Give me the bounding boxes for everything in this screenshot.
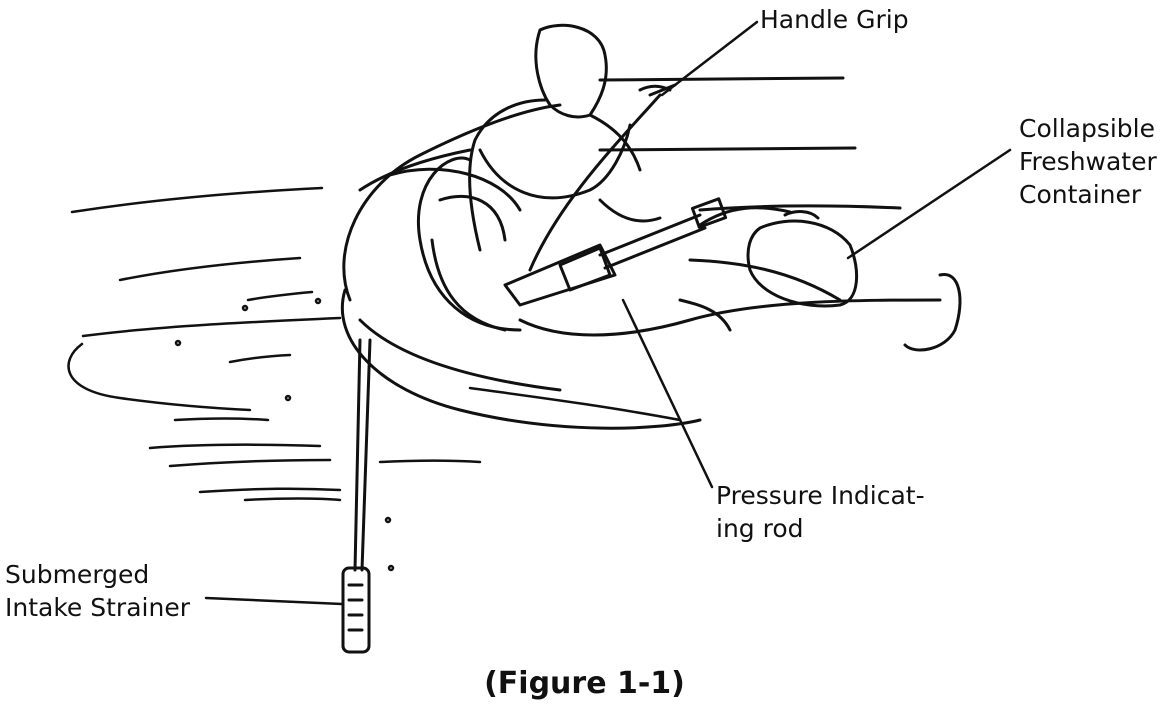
label-pressure-rod: Pressure Indicat- ing rod <box>716 479 925 545</box>
leader-handle-grip <box>660 20 759 97</box>
water-ripples <box>67 186 682 572</box>
label-handle-grip: Handle Grip <box>760 3 909 36</box>
intake-hose <box>353 93 662 572</box>
label-intake-strainer: Submerged Intake Strainer <box>5 558 190 624</box>
label-freshwater-container-line1: Collapsible <box>1019 114 1155 143</box>
label-freshwater-container-line2: Freshwater <box>1019 147 1157 176</box>
label-freshwater-container: Collapsible Freshwater Container <box>1019 112 1157 211</box>
label-handle-grip-line1: Handle Grip <box>760 5 909 34</box>
freshwater-container <box>698 206 859 308</box>
callout-leader-lines <box>204 20 1012 606</box>
pump-body <box>503 83 728 307</box>
leader-pressure-rod <box>621 298 714 489</box>
leader-freshwater-container <box>846 148 1012 260</box>
label-freshwater-container-line3: Container <box>1019 180 1142 209</box>
label-intake-strainer-line1: Submerged <box>5 560 150 589</box>
label-pressure-rod-line2: ing rod <box>716 514 804 543</box>
leader-intake-strainer <box>204 596 344 606</box>
label-pressure-rod-line1: Pressure Indicat- <box>716 481 925 510</box>
label-intake-strainer-line2: Intake Strainer <box>5 593 190 622</box>
figure-caption: (Figure 1-1) <box>484 666 685 701</box>
intake-strainer <box>341 566 371 654</box>
inflatable-raft <box>340 76 902 430</box>
person-figure <box>468 23 962 352</box>
